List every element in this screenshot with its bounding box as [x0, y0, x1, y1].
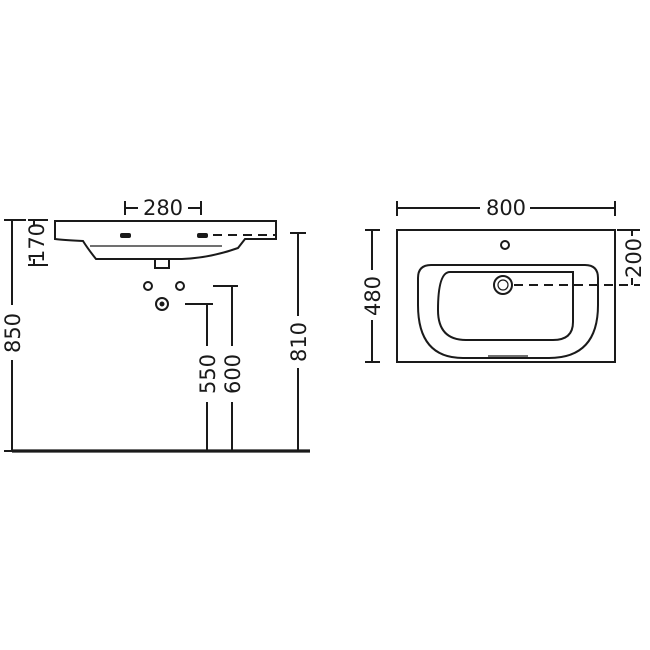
bowl-outer-rim	[417, 264, 599, 359]
dim-label-480: 480	[361, 276, 385, 316]
dim-850: 850	[1, 219, 26, 452]
dim-label-550: 550	[196, 354, 220, 394]
dim-200: 200	[617, 229, 646, 285]
dim-600: 600	[213, 285, 245, 451]
supply-point-right	[175, 281, 185, 291]
dim-480: 480	[361, 229, 385, 363]
waste-trap-outer	[155, 297, 169, 311]
dim-label-170: 170	[25, 223, 49, 263]
tap-hole-right	[197, 233, 208, 238]
tap-hole-top	[500, 240, 510, 250]
basin-profile-side	[54, 220, 277, 269]
dim-label-800: 800	[486, 196, 526, 220]
side-view: 280 850 170 550	[1, 196, 311, 453]
waste-trap-inner	[159, 301, 165, 307]
tap-hole-left	[120, 233, 131, 238]
dim-label-850: 850	[1, 313, 25, 353]
dim-550: 550	[185, 303, 220, 451]
dim-label-810: 810	[287, 322, 311, 362]
dim-label-600: 600	[221, 354, 245, 394]
drain-inner	[497, 279, 509, 291]
dim-label-200: 200	[622, 238, 646, 278]
dim-label-280: 280	[143, 196, 183, 220]
supply-point-left	[143, 281, 153, 291]
dim-280: 280	[124, 196, 202, 220]
waste-outlet	[154, 258, 170, 269]
basin-outline	[54, 220, 277, 260]
dim-170: 170	[25, 219, 49, 266]
drain-outer	[493, 275, 513, 295]
bowl-inner	[436, 271, 574, 341]
dim-810: 810	[287, 232, 311, 451]
basin-outline-top	[396, 229, 616, 363]
dim-800: 800	[396, 196, 616, 220]
top-view: 800 480 200	[361, 196, 646, 363]
